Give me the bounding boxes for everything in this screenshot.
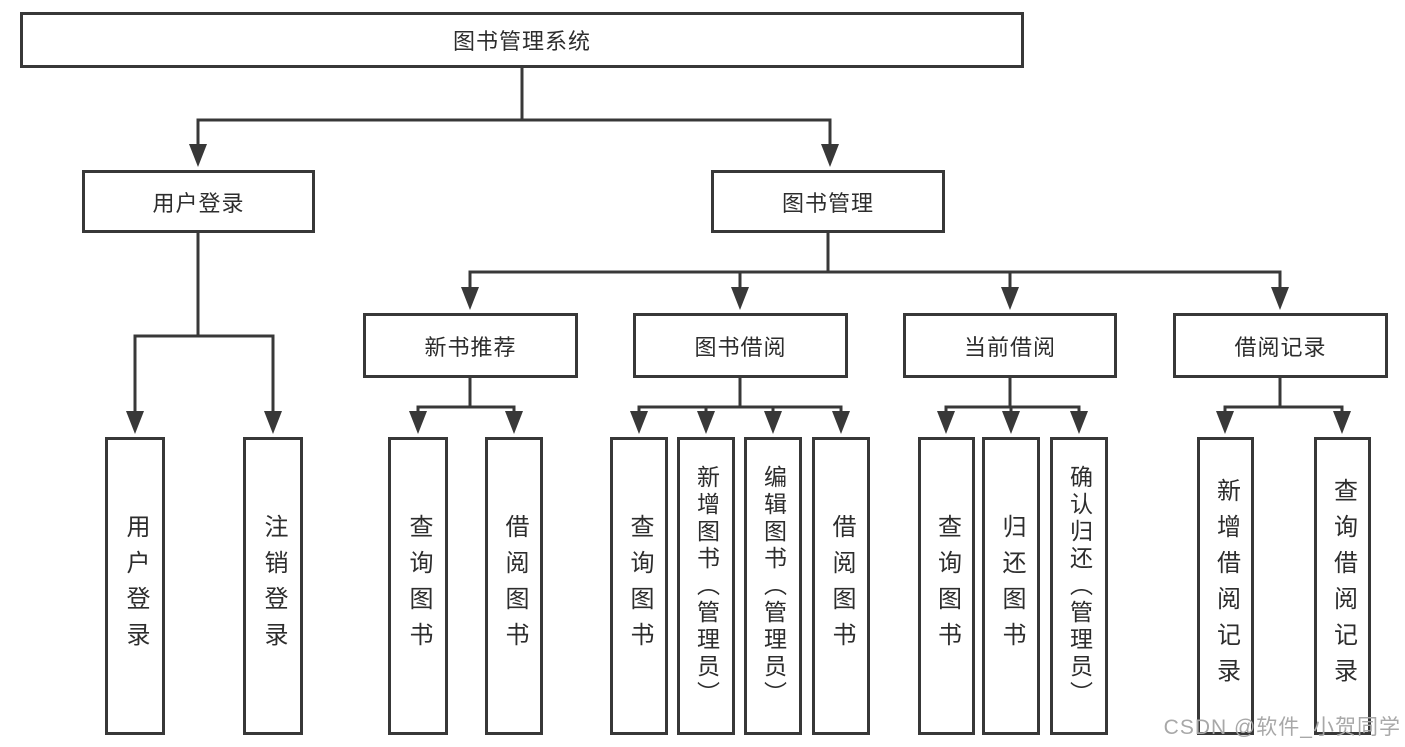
node-book-borrowing: 图书借阅 (633, 313, 848, 378)
node-cb-return-books: 归还图书 (982, 437, 1040, 735)
node-label: 归还图书 (998, 514, 1025, 658)
node-bb-borrow-books: 借阅图书 (812, 437, 870, 735)
node-library-management-system: 图书管理系统 (20, 12, 1024, 68)
node-label: 编辑图书（管理员） (760, 464, 787, 708)
node-label: 用户登录 (122, 514, 149, 658)
node-book-management: 图书管理 (711, 170, 945, 233)
node-label: 新书推荐 (424, 334, 517, 360)
node-logout: 注销登录 (243, 437, 303, 735)
node-br-query-record: 查询借阅记录 (1314, 437, 1371, 735)
node-label: 当前借阅 (963, 334, 1056, 360)
node-cb-confirm-return-admin: 确认归还（管理员） (1050, 437, 1108, 735)
node-label: 注销登录 (260, 514, 287, 658)
node-label: 确认归还（管理员） (1066, 464, 1093, 708)
node-label: 新增图书（管理员） (693, 464, 720, 708)
node-label: 图书管理系统 (452, 29, 591, 54)
node-cb-query-books: 查询图书 (918, 437, 975, 735)
node-label: 查询图书 (933, 514, 961, 658)
node-user-login-group: 用户登录 (82, 170, 315, 233)
node-label: 新增借阅记录 (1212, 478, 1240, 694)
node-label: 借阅图书 (828, 514, 855, 658)
node-user-login: 用户登录 (105, 437, 165, 735)
node-label: 用户登录 (152, 190, 245, 216)
node-label: 查询图书 (626, 514, 653, 658)
node-bb-query-books: 查询图书 (610, 437, 668, 735)
node-bb-edit-books-admin: 编辑图书（管理员） (744, 437, 802, 735)
node-rec-query-books: 查询图书 (388, 437, 448, 735)
node-rec-borrow-books: 借阅图书 (485, 437, 543, 735)
node-bb-add-books-admin: 新增图书（管理员） (677, 437, 735, 735)
node-current-borrowing: 当前借阅 (903, 313, 1117, 378)
csdn-watermark: CSDN @软件_小贺同学 (1163, 716, 1401, 739)
node-br-add-record: 新增借阅记录 (1197, 437, 1254, 735)
node-label: 借阅记录 (1234, 334, 1327, 360)
node-label: 查询借阅记录 (1329, 478, 1357, 694)
node-label: 图书借阅 (694, 334, 787, 360)
node-label: 查询图书 (405, 514, 432, 658)
node-new-book-recommendation: 新书推荐 (363, 313, 578, 378)
node-borrowing-records: 借阅记录 (1173, 313, 1388, 378)
node-label: 借阅图书 (501, 514, 528, 658)
node-label: 图书管理 (781, 190, 874, 216)
